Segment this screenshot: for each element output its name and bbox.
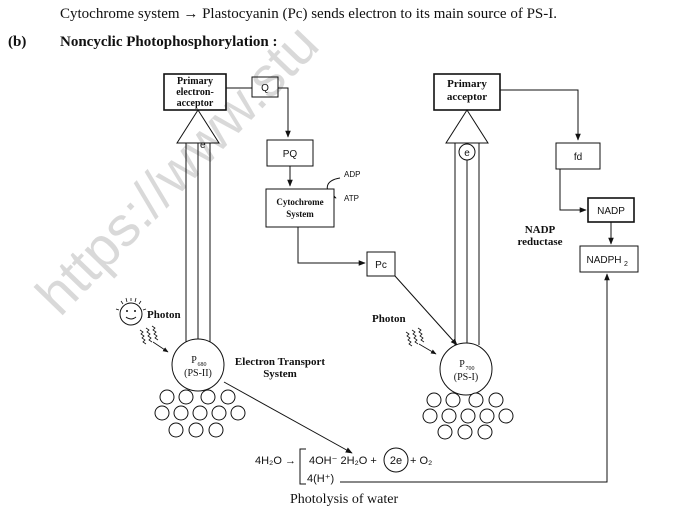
cytochrome-line-2: System [286,209,314,219]
ps1-primary-acceptor-box: Primary acceptor [433,73,501,111]
section-label: (b) [8,34,27,50]
nadp-label: NADP [597,206,625,217]
ets-line-1: Electron Transport [235,356,325,368]
p700-ps: (PS-I) [454,372,478,383]
ps1-photon-rays-icon [405,327,437,355]
fd-box: fd [555,142,601,170]
p680-main: P [191,355,197,366]
sun-icon [115,297,147,326]
ps1-acceptor-line-1: Primary [447,78,487,90]
q-label: Q [261,83,269,94]
p680-ps: (PS-II) [184,368,212,379]
pc-label: Pc [375,260,387,271]
p680-sub: 680 [198,362,207,368]
pq-label: PQ [283,149,298,160]
water-lhs: 4H₂O → [255,455,296,467]
cytochrome-system-box: Cytochrome System [265,188,335,228]
pq-box: PQ [266,139,314,167]
ps1-excitation-arrow: e [445,109,489,345]
ps2-antenna-pigments [154,389,246,438]
photolysis-caption: Photolysis of water [290,492,399,507]
nadp-reductase-line-1: NADP [525,224,556,236]
ps1-acceptor-line-2: acceptor [447,91,487,103]
q-to-pq-arrow [278,87,291,138]
water-electron-to-p680-arrow [223,381,353,454]
intro-line: Cytochrome system → Plastocyanin (Pc) se… [60,6,557,22]
photolysis-equation: 4H₂O → 4OH⁻ 2H₂O + 2e + O₂ 4(H⁺) [255,447,432,485]
section-title: Noncyclic Photophosphorylation : [60,34,278,50]
fd-to-nadp-arrow [559,169,587,213]
ps2-photon-rays-icon [139,325,169,353]
p680-reaction-centre: P 680 (PS-II) [171,338,225,392]
q-box: Q [251,76,279,98]
ps1-antenna-pigments [422,392,514,440]
fd-label: fd [574,152,582,163]
p700-reaction-centre: P 700 (PS-I) [439,342,493,396]
section-heading: (b) Noncyclic Photophosphorylation : [8,34,278,51]
nadph-box: NADPH 2 [579,245,639,273]
water-protons: 4(H⁺) [307,473,334,485]
ps1-photon-label: Photon [372,313,406,325]
atp-label: ATP [344,194,359,203]
nadph-main: NADPH [586,255,621,266]
adp-label: ADP [344,170,360,179]
ps2-excitation-arrow: e [176,109,220,345]
ps2-acceptor-line-2: electron- [176,87,214,98]
water-oh: 4OH⁻ 2H₂O + [309,455,377,467]
equation-bracket [299,448,306,485]
ps2-acceptor-line-1: Primary [177,76,213,87]
p700-main: P [459,359,465,370]
ps2-electron-label: e [200,140,206,151]
cytochrome-to-pc-arrow [297,227,366,266]
ets-line-2: System [263,368,297,380]
p700-sub: 700 [466,366,475,372]
water-electrons: 2e [390,455,402,467]
nadp-box: NADP [587,197,635,223]
ps2-acceptor-line-3: acceptor [177,98,214,109]
nadph-sub: 2 [624,261,628,268]
water-o2: + O₂ [410,455,432,467]
pc-box: Pc [366,251,396,277]
ps1-electron-label: e [464,148,470,159]
ps2-primary-acceptor-box: Primary electron- acceptor [163,73,227,111]
nadp-reductase-line-2: reductase [517,236,562,248]
pc-to-p700-arrow [394,275,458,346]
protons-to-nadph-arrow [340,273,610,483]
ps2-photon-label: Photon [147,309,181,321]
acceptor-to-fd-arrow [500,89,581,141]
cytochrome-line-1: Cytochrome [276,197,323,207]
